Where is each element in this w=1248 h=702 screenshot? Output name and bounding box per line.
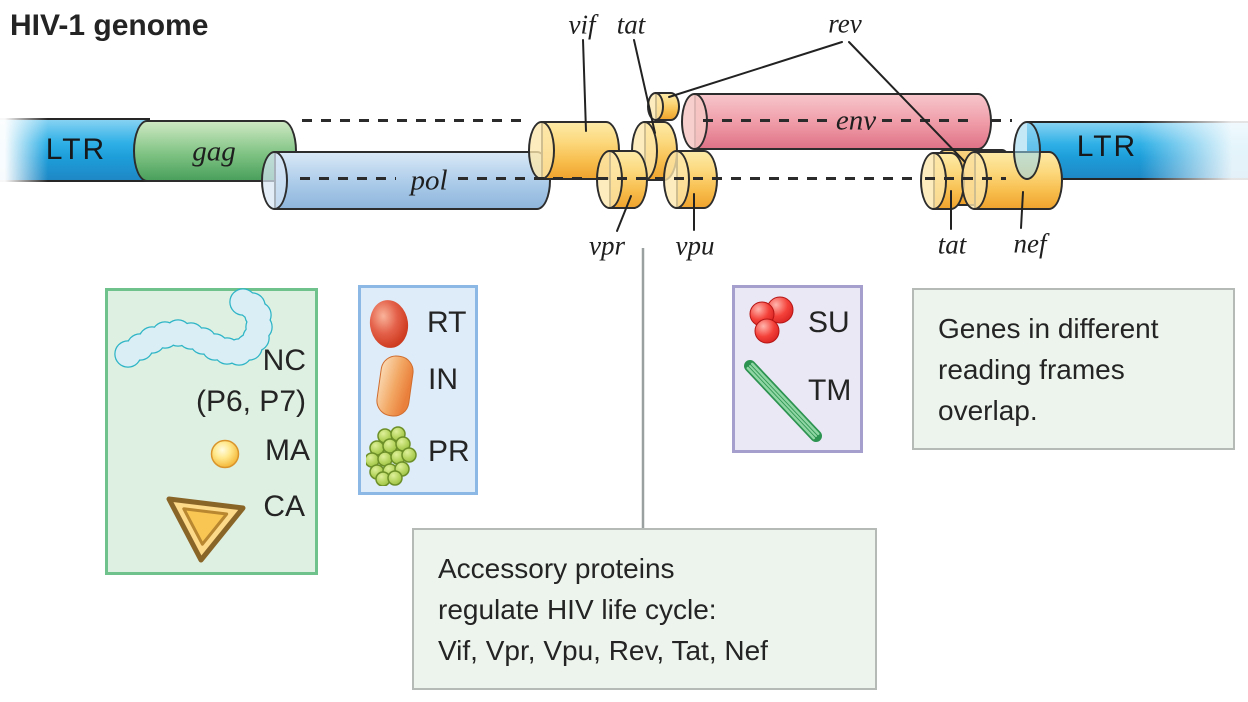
reading-frames-note-box	[912, 288, 1235, 450]
tat-exon2-cap	[920, 152, 947, 210]
vif-cap	[528, 121, 555, 180]
genome-diagram: LTR gag pol env vif tat rev vpr vpu tat …	[0, 0, 1248, 528]
env-label: env	[835, 104, 877, 137]
rt-label: RT	[427, 306, 467, 339]
tat-label-left: tat	[616, 9, 646, 40]
gag-label: gag	[192, 135, 236, 168]
ltr-left-label: LTR	[45, 133, 107, 166]
nef-label: nef	[1013, 228, 1047, 259]
vif-leader-line	[582, 39, 587, 132]
ltr-left-fade	[0, 116, 48, 184]
in-protein-icon	[376, 355, 414, 417]
tat-exon2-cylinder	[920, 152, 965, 210]
reading-frame-dash-lower-4	[925, 177, 1006, 180]
su-protein-icon	[749, 296, 794, 344]
ca-protein-icon	[166, 496, 246, 563]
rev-leader-line-1	[668, 41, 843, 98]
pol-label: pol	[410, 164, 448, 197]
su-label: SU	[808, 306, 850, 339]
tm-protein-icon	[744, 360, 822, 442]
pr-label: PR	[428, 435, 470, 468]
rev-leader-line-2	[848, 41, 966, 163]
reading-frame-dash-lower-3	[598, 177, 918, 180]
rev-label: rev	[828, 8, 862, 39]
tm-label: TM	[808, 374, 852, 407]
reading-frame-dash-upper-4	[991, 119, 1012, 122]
reading-frame-dash-upper-2	[703, 119, 830, 122]
nef-cylinder	[961, 151, 1063, 210]
tat-exon1-leader-line	[633, 39, 656, 134]
accessory-note-line1: Accessory proteins	[438, 553, 675, 584]
tat-label-right: tat	[937, 229, 967, 260]
pol-cylinder	[261, 151, 551, 210]
page-title: HIV-1 genome	[10, 9, 209, 42]
ltr-right-label: LTR	[1076, 130, 1138, 163]
ca-label: CA	[263, 490, 305, 523]
rt-protein-icon	[369, 300, 409, 348]
in-label: IN	[428, 363, 458, 396]
pr-protein-icon	[366, 426, 417, 486]
nc-subunits-label: (P6, P7)	[195, 385, 306, 418]
ltr-right-fade	[1140, 117, 1248, 184]
vpr-leader-line	[616, 195, 632, 232]
reading-frame-dash-upper-1	[302, 119, 526, 122]
ma-label: MA	[265, 434, 310, 467]
reading-frames-note-line3: overlap.	[938, 395, 1038, 426]
nc-protein-icon	[114, 288, 273, 368]
pol-cap	[261, 151, 288, 210]
reading-frames-note-line1: Genes in different	[938, 313, 1159, 344]
accessory-note-box	[412, 528, 877, 690]
accessory-note-line2: regulate HIV life cycle:	[438, 594, 717, 625]
ma-protein-icon	[210, 439, 240, 469]
reading-frame-dash-lower-2	[458, 177, 590, 180]
vif-label: vif	[568, 9, 596, 40]
leader-lines	[582, 39, 1024, 232]
vpr-label: vpr	[589, 230, 625, 261]
ltr-right-cap	[1013, 121, 1041, 180]
nef-cap	[961, 151, 988, 210]
reading-frame-dash-lower-1	[300, 177, 396, 180]
nc-label: NC	[262, 344, 306, 377]
reading-frame-dash-upper-3	[882, 119, 972, 122]
nef-leader-line	[1020, 191, 1024, 229]
vpu-label: vpu	[675, 230, 715, 261]
reading-frames-note-line2: reading frames	[938, 354, 1125, 385]
accessory-note-line3: Vif, Vpr, Vpu, Rev, Tat, Nef	[438, 635, 768, 666]
